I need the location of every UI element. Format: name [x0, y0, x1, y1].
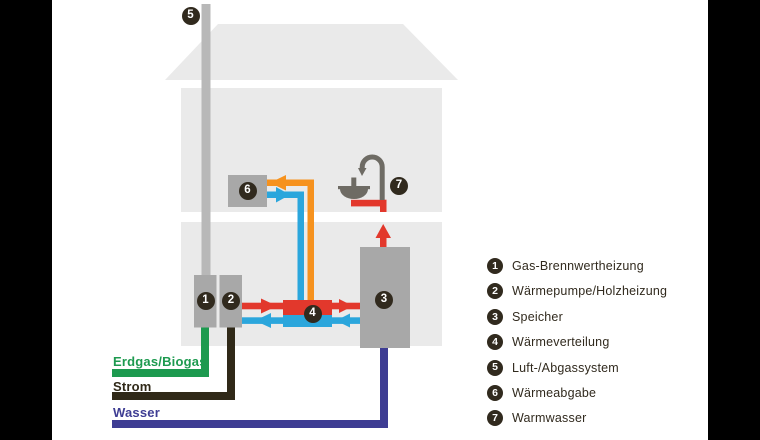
arrow-left-icon — [270, 175, 286, 191]
legend-number-badge: 7 — [487, 410, 503, 427]
marker-storage: 3 — [375, 291, 393, 309]
legend-number-badge: 3 — [487, 308, 503, 325]
legend-label: Wärmeabgabe — [512, 385, 597, 400]
legend-item: 1 Gas-Brennwertheizung — [487, 257, 667, 275]
radiator-supply-pipe-vertical — [307, 179, 314, 300]
label-wasser: Wasser — [113, 405, 160, 420]
legend-label: Wärmeverteilung — [512, 335, 610, 350]
gas-pipe-vertical — [201, 327, 209, 377]
sink-rim — [338, 186, 370, 190]
water-pipe-vertical — [380, 348, 388, 428]
legend-number-badge: 5 — [487, 359, 503, 376]
marker-exhaust-system: 5 — [181, 7, 200, 25]
marker-number: 6 — [244, 184, 251, 197]
water-pipe-horizontal — [112, 420, 388, 428]
legend-item: 6 Wärmeabgabe — [487, 384, 667, 402]
marker-heat-pump: 2 — [222, 292, 240, 310]
sink-stem — [351, 177, 357, 187]
marker-number: 3 — [380, 293, 388, 306]
sink-icon — [340, 189, 368, 199]
label-erdgas-biogas: Erdgas/Biogas — [113, 354, 207, 369]
marker-number: 7 — [395, 179, 403, 192]
legend: 1 Gas-Brennwertheizung 2 Wärmepumpe/Holz… — [487, 257, 667, 435]
warmwater-pipe-upper — [380, 199, 387, 212]
marker-number: 2 — [227, 294, 235, 307]
legend-item: 4 Wärmeverteilung — [487, 333, 667, 351]
legend-number-badge: 6 — [487, 384, 503, 401]
marker-warmwater: 7 — [390, 177, 408, 195]
arrow-right-icon — [261, 298, 277, 314]
label-strom: Strom — [113, 379, 152, 394]
arrow-left-icon — [255, 313, 271, 328]
marker-number: 1 — [202, 294, 209, 307]
electricity-pipe-horizontal — [112, 392, 235, 400]
legend-label: Warmwasser — [512, 411, 587, 426]
legend-number-badge: 4 — [487, 334, 503, 351]
legend-item: 3 Speicher — [487, 308, 667, 326]
legend-label: Luft-/Abgassystem — [512, 360, 619, 375]
roof — [165, 24, 458, 80]
legend-item: 5 Luft-/Abgassystem — [487, 359, 667, 377]
arrow-right-icon — [276, 187, 290, 203]
legend-item: 2 Wärmepumpe/Holzheizung — [487, 282, 667, 300]
arrow-left-icon — [336, 313, 350, 328]
radiator-return-pipe-vertical — [297, 191, 304, 300]
marker-number: 4 — [309, 306, 316, 319]
marker-heat-emission: 6 — [238, 182, 257, 200]
warmwater-pipe-lower — [380, 234, 387, 247]
electricity-pipe-vertical — [227, 327, 235, 400]
legend-label: Speicher — [512, 309, 563, 324]
arrow-right-icon — [339, 299, 353, 313]
faucet-spout-tip — [358, 168, 367, 176]
legend-label: Wärmepumpe/Holzheizung — [512, 284, 668, 299]
marker-number: 5 — [187, 9, 194, 22]
gas-pipe-horizontal — [112, 369, 209, 377]
legend-number-badge: 1 — [487, 258, 503, 274]
legend-number-badge: 2 — [487, 283, 503, 300]
legend-item: 7 Warmwasser — [487, 409, 667, 427]
chimney-pipe — [201, 4, 211, 275]
marker-heat-distribution: 4 — [303, 304, 322, 323]
arrow-up-icon — [375, 224, 391, 238]
letterbox-left — [0, 0, 52, 440]
legend-label: Gas-Brennwertheizung — [512, 259, 644, 273]
warmwater-pipe-horizontal — [351, 199, 387, 207]
faucet-icon — [359, 154, 385, 200]
letterbox-right — [708, 0, 760, 440]
radiator-supply-pipe-horizontal — [267, 179, 314, 186]
marker-gas-boiler: 1 — [196, 292, 215, 310]
